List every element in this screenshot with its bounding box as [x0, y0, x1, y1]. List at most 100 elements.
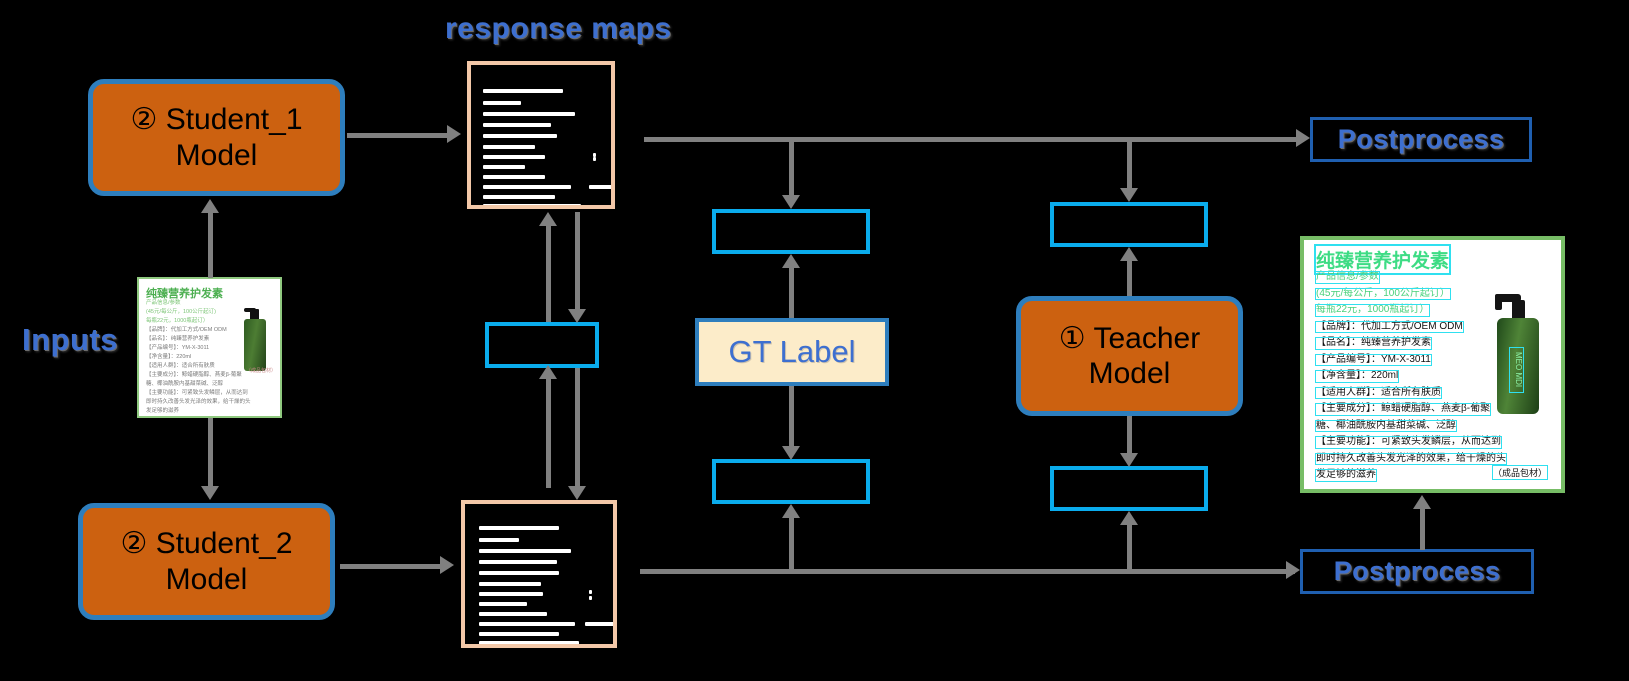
response-maps-title: response maps: [445, 12, 672, 45]
response-map-text-line: [483, 185, 571, 189]
arrow-teacher-to-bottom-loss-head: [1120, 453, 1138, 467]
output-product-image: 纯臻营养护发素 MEO MDI （成品包材） 产品信息/参数(45元/每公斤，1…: [1300, 236, 1565, 493]
input-card-line: 每瓶22元，1000瓶起订）: [146, 318, 209, 324]
response-map-text-line: [483, 204, 581, 205]
arrow-student2-to-map-head: [440, 556, 454, 574]
input-card-line: 发足够的滋养: [146, 408, 180, 414]
student-1-model-label: ② Student_1 Model: [130, 103, 303, 172]
response-map-text-line: [479, 602, 527, 606]
arrow-topmap-to-postprocess: [644, 137, 1304, 142]
arrow-topmap-to-center: [575, 212, 580, 309]
response-map-text-line: [589, 185, 611, 189]
arrow-bottommap-to-center-head: [539, 365, 557, 379]
input-card-line: 【主要成分】：鲸蜡硬脂醇、燕麦β-葡聚: [146, 372, 242, 378]
input-card-title: 纯臻营养护发素: [146, 288, 223, 300]
response-map-text-line: [589, 596, 592, 600]
arrow-gt-to-bottom-loss: [789, 386, 794, 446]
output-card-line: (45元/每公斤，100公斤起订）: [1315, 287, 1451, 300]
response-map-text-line: [483, 175, 545, 179]
input-card-line: 【品牌】：代加工方式/OEM ODM: [146, 327, 227, 333]
output-card-line: 即时持久改善头发光泽的效果，给干燥的头: [1315, 452, 1507, 465]
response-map-text-line: [483, 89, 563, 93]
arrow-postprocess-to-output-head: [1413, 495, 1431, 509]
response-map-text-line: [483, 112, 575, 116]
response-map-text-line: [593, 157, 596, 161]
student-2-model-box[interactable]: ② Student_2 Model: [78, 503, 335, 620]
arrow-teacher-to-bottom-loss: [1127, 416, 1132, 453]
postprocess-bottom-box[interactable]: Postprocess: [1300, 549, 1534, 594]
arrow-center-to-bottommap: [575, 368, 580, 486]
response-map-text-line: [589, 590, 592, 594]
output-product-bottle-icon: MEO MDI: [1495, 286, 1541, 414]
response-map-text-line: [479, 549, 571, 553]
arrow-gt-to-bottom-loss-head: [782, 446, 800, 460]
arrow-topmap-to-center-head: [568, 309, 586, 323]
loss-box-center[interactable]: [485, 322, 599, 368]
arrow-center-to-topmap-head: [539, 212, 557, 226]
arrow-student2-to-map: [340, 564, 440, 569]
output-card-line: 【主要功能】：可紧致头发鳞层，从而达到: [1315, 436, 1502, 449]
output-card-line: 发足够的滋养: [1315, 469, 1377, 482]
arrow-gt-to-top-loss: [789, 267, 794, 318]
branch-bottom-to-teacher-loss-head: [1120, 511, 1138, 525]
teacher-model-box[interactable]: ① Teacher Model: [1016, 296, 1243, 416]
response-map-text-line: [483, 145, 535, 149]
arrow-student1-to-map: [347, 133, 447, 138]
response-map-text-line: [483, 155, 545, 159]
arrow-bottommap-to-postprocess-head: [1286, 561, 1300, 579]
response-map-text-line: [483, 123, 551, 127]
postprocess-bottom-label: Postprocess: [1333, 556, 1501, 586]
student-1-model-box[interactable]: ② Student_1 Model: [88, 79, 345, 196]
loss-box-gt-top[interactable]: [712, 209, 870, 254]
output-bottle-label: MEO MDI: [1509, 347, 1524, 393]
input-card-caption: （成品包材）: [245, 368, 276, 374]
response-map-text-line: [585, 622, 613, 626]
input-card-line: 【主要功能】：可紧致头发鳞层，从而达到: [146, 390, 248, 396]
postprocess-top-label: Postprocess: [1337, 124, 1505, 154]
input-card-line: 即时持久改善头发光泽的效果，给干燥的头: [146, 399, 251, 405]
gt-label-box[interactable]: GT Label: [695, 318, 889, 386]
response-map-text-line: [483, 134, 557, 138]
branch-bottom-to-gt-loss-head: [782, 504, 800, 518]
branch-bottom-to-teacher-loss: [1127, 524, 1132, 569]
response-map-text-line: [483, 165, 525, 169]
input-card-line: 【产品编号】：YM-X-3011: [146, 345, 210, 351]
output-card-line: 【适用人群】：适合所有肤质: [1315, 386, 1442, 399]
input-card-line: (45元/每公斤，100公斤起订): [146, 309, 216, 315]
output-card-line: 【主要成分】：鲸蜡硬脂醇、燕麦β-葡聚: [1314, 403, 1492, 416]
response-map-text-line: [479, 582, 541, 586]
response-map-text-line: [479, 641, 579, 644]
response-map-text-line: [593, 153, 596, 157]
input-product-image: 纯臻营养护发素 （成品包材） 产品信息/参数(45元/每公斤，100公斤起订)每…: [137, 277, 282, 418]
input-card-line: 【净含量】：220ml: [146, 354, 192, 360]
arrow-bottommap-to-postprocess: [640, 569, 1295, 574]
response-map-text-line: [479, 560, 557, 564]
response-map-text-line: [479, 592, 543, 596]
arrow-teacher-to-top-loss-head: [1120, 247, 1138, 261]
gt-label-text: GT Label: [728, 334, 856, 369]
output-card-title: 纯臻营养护发素: [1313, 244, 1452, 275]
output-card-line: 【品牌】：代加工方式/OEM ODM: [1315, 320, 1464, 333]
loss-box-gt-bottom[interactable]: [712, 459, 870, 504]
output-card-line: 【产品编号】：YM-X-3011: [1315, 353, 1432, 366]
response-map-top: [467, 61, 615, 209]
loss-box-teacher-top[interactable]: [1050, 202, 1208, 247]
branch-top-to-gt-loss-head: [782, 195, 800, 209]
arrow-bottommap-to-center: [546, 378, 551, 488]
arrow-input-to-student2-head: [201, 486, 219, 500]
response-map-text-line: [479, 526, 559, 530]
output-card-line: 糖、椰油酰胺内基甜菜碱、泛醇: [1315, 419, 1457, 432]
response-map-text-line: [479, 538, 519, 542]
loss-box-teacher-bottom[interactable]: [1050, 466, 1208, 511]
output-card-line: 【品名】：纯臻营养护发素: [1315, 337, 1432, 350]
branch-bottom-to-gt-loss: [789, 517, 794, 569]
teacher-model-label: ① Teacher Model: [1058, 321, 1201, 390]
arrow-teacher-to-top-loss: [1127, 260, 1132, 296]
response-map-text-line: [483, 195, 555, 199]
input-card-line: 糖、椰油酰胺内基甜菜碱、泛醇: [146, 381, 224, 387]
response-map-text-line: [479, 571, 559, 575]
arrow-input-to-student1-head: [201, 199, 219, 213]
arrow-input-to-student1: [208, 212, 213, 278]
postprocess-top-box[interactable]: Postprocess: [1310, 117, 1532, 162]
arrow-gt-to-top-loss-head: [782, 254, 800, 268]
